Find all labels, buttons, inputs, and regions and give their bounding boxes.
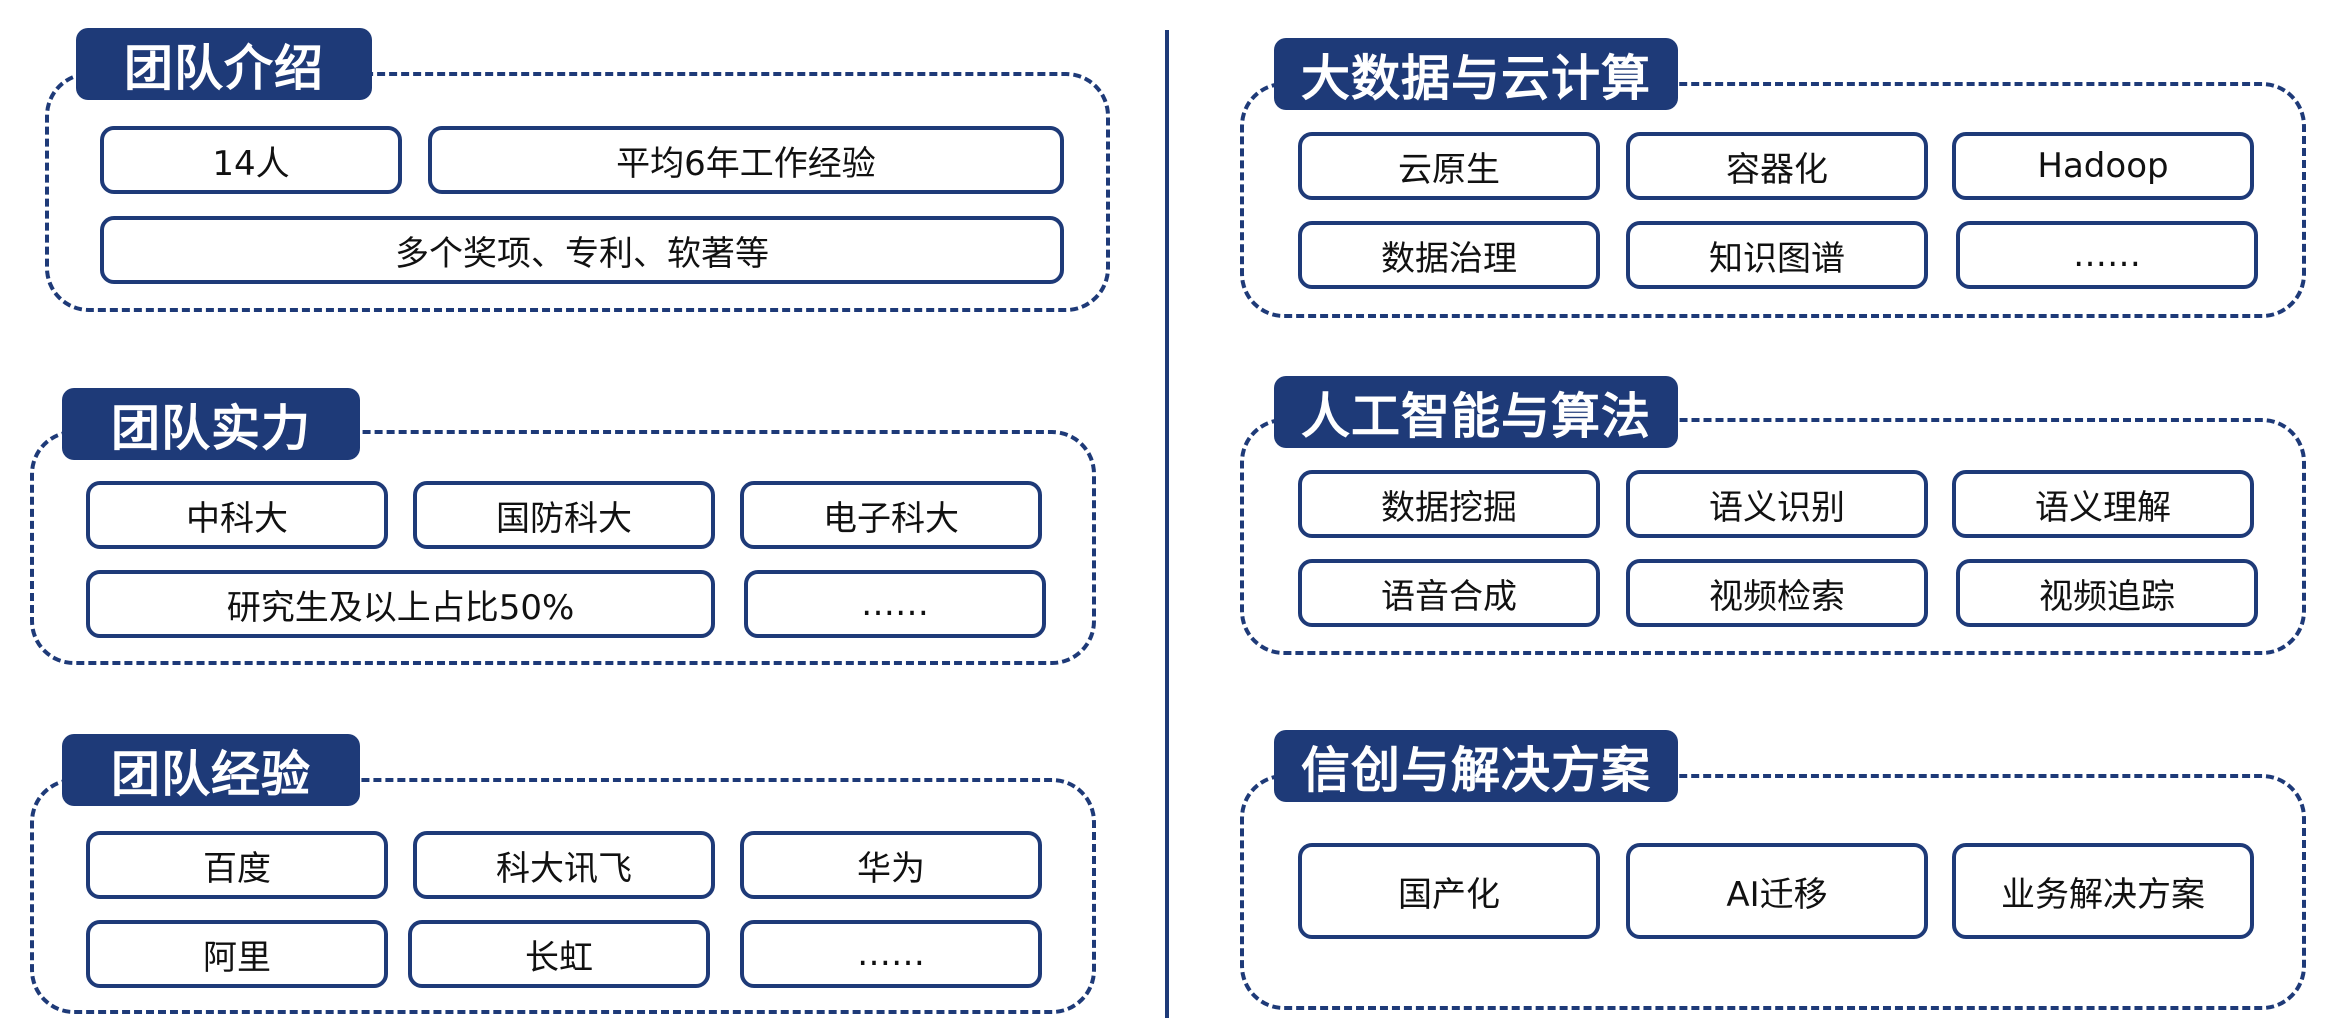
team-intro-panel <box>45 72 1110 312</box>
big-data-cloud-panel <box>1240 82 2306 318</box>
team-size-chip: 14人 <box>100 126 402 194</box>
alibaba-chip: 阿里 <box>86 920 388 988</box>
localization-chip: 国产化 <box>1298 843 1600 939</box>
video-tracking-chip: 视频追踪 <box>1956 559 2258 627</box>
work-experience-chip: 平均6年工作经验 <box>428 126 1064 194</box>
awards-patents-chip: 多个奖项、专利、软著等 <box>100 216 1064 284</box>
hadoop-chip: Hadoop <box>1952 132 2254 200</box>
team-experience-panel <box>30 778 1096 1014</box>
knowledge-graph-chip: 知识图谱 <box>1626 221 1928 289</box>
big-data-cloud-title: 大数据与云计算 <box>1274 38 1678 110</box>
data-mining-chip: 数据挖掘 <box>1298 470 1600 538</box>
more-experience-chip: …… <box>740 920 1042 988</box>
nudt-chip: 国防科大 <box>413 481 715 549</box>
column-divider <box>1165 30 1169 1018</box>
team-strength-panel <box>30 430 1096 665</box>
huawei-chip: 华为 <box>740 831 1042 899</box>
ai-algorithms-panel <box>1240 418 2306 655</box>
data-governance-chip: 数据治理 <box>1298 221 1600 289</box>
ai-algorithms-title: 人工智能与算法 <box>1274 376 1678 448</box>
xinchuang-solutions-title: 信创与解决方案 <box>1274 730 1678 802</box>
ustc-chip: 中科大 <box>86 481 388 549</box>
team-strength-title: 团队实力 <box>62 388 360 460</box>
speech-synthesis-chip: 语音合成 <box>1298 559 1600 627</box>
team-intro-title: 团队介绍 <box>76 28 372 100</box>
semantic-understanding-chip: 语义理解 <box>1952 470 2254 538</box>
postgraduate-ratio-chip: 研究生及以上占比50% <box>86 570 715 638</box>
ai-migration-chip: AI迁移 <box>1626 843 1928 939</box>
xinchuang-solutions-panel <box>1240 774 2306 1010</box>
baidu-chip: 百度 <box>86 831 388 899</box>
business-solutions-chip: 业务解决方案 <box>1952 843 2254 939</box>
more-big-data-chip: …… <box>1956 221 2258 289</box>
video-retrieval-chip: 视频检索 <box>1626 559 1928 627</box>
changhong-chip: 长虹 <box>408 920 710 988</box>
more-strength-chip: …… <box>744 570 1046 638</box>
uestc-chip: 电子科大 <box>740 481 1042 549</box>
containerization-chip: 容器化 <box>1626 132 1928 200</box>
team-experience-title: 团队经验 <box>62 734 360 806</box>
semantic-recognition-chip: 语义识别 <box>1626 470 1928 538</box>
iflytek-chip: 科大讯飞 <box>413 831 715 899</box>
cloud-native-chip: 云原生 <box>1298 132 1600 200</box>
